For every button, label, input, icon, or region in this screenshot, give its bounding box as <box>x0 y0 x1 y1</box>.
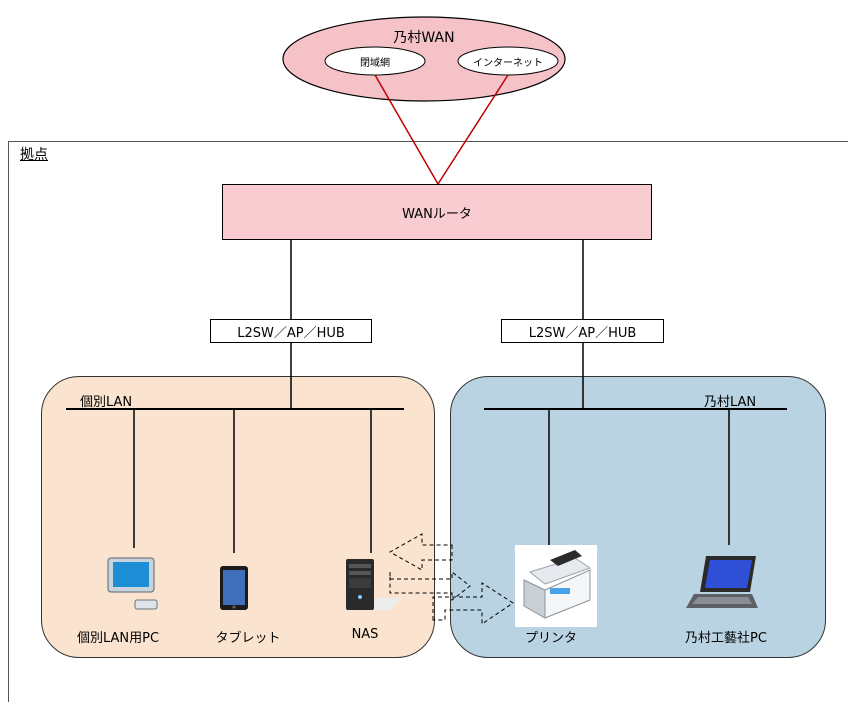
nas-server-icon <box>346 559 402 610</box>
lan-left-label: 個別LAN <box>80 395 133 410</box>
lan-left-area <box>41 376 435 658</box>
arrow-printer-to-nas <box>388 533 453 571</box>
lan-right-label: 乃村LAN <box>704 395 757 410</box>
wan-router: WANルータ <box>222 184 652 240</box>
arrow-nas-to-printer-2 <box>432 582 514 625</box>
switch-right: L2SW／AP／HUB <box>501 319 664 343</box>
site-label: 拠点 <box>20 147 48 163</box>
printer-icon <box>515 545 597 627</box>
wan-title: 乃村WAN <box>393 30 455 46</box>
device-label-laptop: 乃村工藝社PC <box>685 631 767 646</box>
wan-link-closed <box>374 74 439 185</box>
device-label-nas: NAS <box>351 627 379 642</box>
device-label-printer: プリンタ <box>524 631 578 646</box>
site-frame <box>8 141 848 702</box>
desktop-pc-icon <box>107 557 158 610</box>
device-label-pc: 個別LAN用PC <box>76 631 160 646</box>
laptop-icon <box>686 556 758 608</box>
closed-network-label: 閉域網 <box>360 58 390 69</box>
tablet-icon <box>220 566 248 610</box>
network-diagram <box>66 16 787 627</box>
device-label-tablet: タブレット <box>215 631 281 646</box>
wan-link-internet <box>437 74 509 185</box>
lan-right-area <box>450 376 826 658</box>
internet-label: インターネット <box>473 58 543 69</box>
arrow-nas-to-printer <box>389 570 471 602</box>
switch-left: L2SW／AP／HUB <box>210 319 372 343</box>
